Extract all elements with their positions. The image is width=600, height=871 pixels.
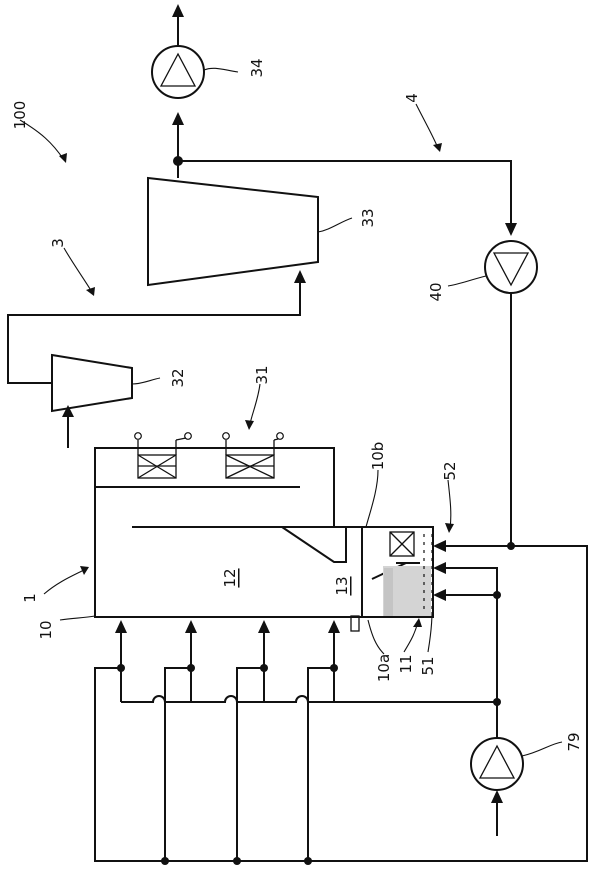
label-33: 33 bbox=[359, 208, 377, 227]
flow-arrow bbox=[505, 223, 517, 236]
leader-51 bbox=[427, 611, 433, 653]
label-52: 52 bbox=[441, 461, 459, 480]
label-10b: 10b bbox=[369, 442, 387, 471]
leader-4 bbox=[415, 103, 439, 149]
flow-arrow bbox=[433, 540, 446, 552]
air-blower-symbol bbox=[478, 744, 516, 779]
leader-arrowhead bbox=[433, 143, 442, 152]
leader-52 bbox=[447, 479, 452, 529]
bed-heat-exchanger-cross bbox=[389, 531, 415, 557]
leader-79 bbox=[521, 741, 563, 757]
leader-31 bbox=[249, 383, 261, 425]
flow-arrow bbox=[294, 270, 306, 283]
leader-10b bbox=[365, 469, 379, 528]
discharge-plug bbox=[350, 615, 360, 632]
label-10: 10 bbox=[37, 620, 55, 639]
leader-1 bbox=[43, 569, 85, 595]
label-100: 100 bbox=[11, 101, 29, 130]
junction-node bbox=[233, 857, 241, 865]
leader-arrowhead bbox=[80, 566, 89, 575]
bed-heat-exchanger bbox=[389, 531, 415, 557]
flow-arrow bbox=[491, 790, 503, 803]
leader-arrowhead bbox=[445, 523, 454, 533]
recirculation-line bbox=[236, 667, 264, 861]
recirculation-line bbox=[164, 667, 191, 861]
water-pipe bbox=[178, 160, 512, 228]
flow-arrow bbox=[328, 620, 340, 633]
label-12: 12 bbox=[221, 568, 239, 587]
label-34: 34 bbox=[248, 58, 266, 77]
label-3: 3 bbox=[49, 238, 67, 248]
flow-arrow bbox=[172, 4, 184, 17]
air-header bbox=[121, 695, 497, 703]
recirculation-line bbox=[307, 667, 334, 861]
label-10a: 10a bbox=[375, 654, 393, 682]
junction-node bbox=[304, 857, 312, 865]
superheater-bundle-1 bbox=[134, 432, 192, 479]
label-32: 32 bbox=[169, 368, 187, 387]
leader-arrowhead bbox=[245, 420, 254, 430]
label-31: 31 bbox=[253, 365, 271, 384]
leader-32 bbox=[131, 377, 161, 385]
flow-arrow bbox=[433, 589, 446, 601]
leader-10a bbox=[367, 619, 385, 655]
air-supply-riser bbox=[440, 567, 498, 738]
furnace-outline bbox=[94, 447, 434, 618]
leader-33 bbox=[317, 217, 353, 233]
flow-arrow bbox=[433, 562, 446, 574]
reheat-pipe bbox=[7, 278, 301, 384]
leader-10 bbox=[59, 615, 96, 621]
label-13: 13 bbox=[333, 576, 351, 595]
flow-arrow bbox=[258, 620, 270, 633]
flow-arrow bbox=[62, 405, 74, 417]
generator-symbol bbox=[159, 52, 197, 87]
lp-turbine bbox=[147, 176, 319, 287]
label-1: 1 bbox=[21, 593, 39, 603]
flow-arrow bbox=[115, 620, 127, 633]
junction-node bbox=[117, 664, 125, 672]
leader-34 bbox=[203, 67, 239, 73]
return-loop bbox=[94, 545, 588, 862]
leader-arrowhead bbox=[59, 153, 67, 163]
label-51: 51 bbox=[419, 656, 437, 675]
feed-pump-symbol bbox=[492, 252, 530, 287]
superheater-bundle-2 bbox=[222, 432, 284, 479]
label-4: 4 bbox=[403, 93, 421, 103]
leader-3 bbox=[63, 247, 93, 293]
fluidized-bed-edge bbox=[384, 568, 393, 616]
flow-arrow bbox=[172, 112, 184, 125]
hp-turbine bbox=[51, 353, 133, 413]
leader-40 bbox=[447, 275, 487, 287]
leader-arrowhead bbox=[413, 618, 422, 627]
label-79: 79 bbox=[565, 732, 583, 751]
junction-node bbox=[161, 857, 169, 865]
hopper-chute bbox=[281, 526, 347, 563]
label-40: 40 bbox=[427, 282, 445, 301]
leader-arrowhead bbox=[86, 287, 95, 296]
flow-arrow bbox=[185, 620, 197, 633]
label-11: 11 bbox=[397, 654, 415, 673]
